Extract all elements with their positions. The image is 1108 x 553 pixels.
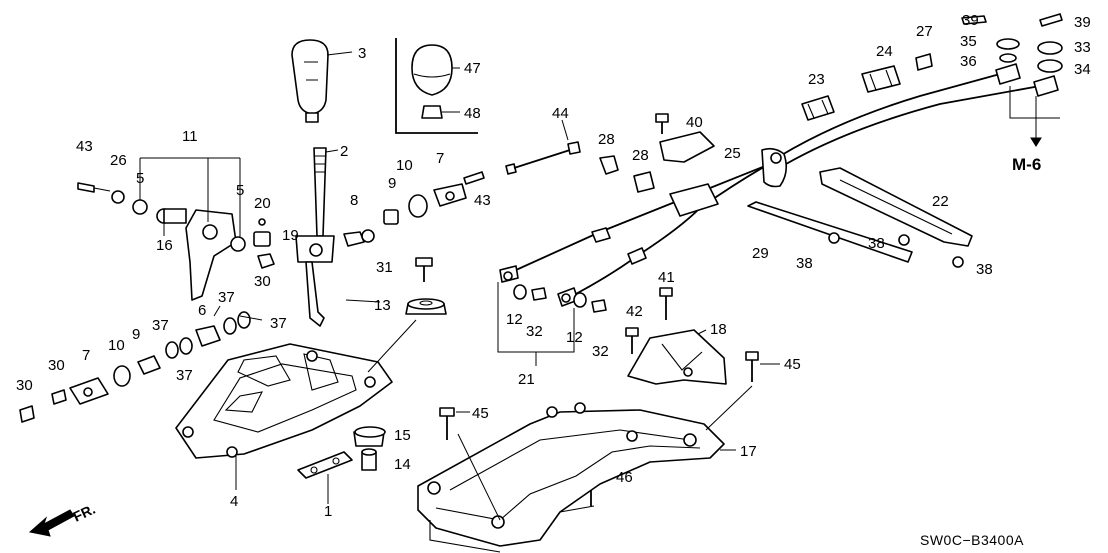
shift-cables [499,63,1059,313]
inset-box [395,38,478,134]
callout-22: 22 [932,193,949,210]
callout-13: 13 [374,297,391,314]
cable-bracket [627,329,727,385]
callout-15: 15 [394,427,411,444]
mount-parts [297,298,447,479]
callout-37-b: 37 [270,315,287,332]
callout-4: 4 [230,493,238,510]
callout-3: 3 [358,45,366,62]
callout-12-left: 12 [506,311,523,328]
callout-41: 41 [658,269,675,286]
callout-31: 31 [376,259,393,276]
callout-35: 35 [960,33,977,50]
callout-7-lower: 7 [82,347,90,364]
callout-34: 34 [1074,61,1091,78]
callout-39-left: 39 [962,12,979,29]
callout-21: 21 [518,371,535,388]
small-fittings-upper [253,171,485,269]
callout-37-c: 37 [152,317,169,334]
callout-2: 2 [340,143,348,160]
direction-label: FR. [71,501,98,525]
callout-38-lower: 38 [796,255,813,272]
callout-28-upper: 28 [598,131,615,148]
diagram-code: SW0C−B3400A [920,532,1024,548]
callout-32-right: 32 [592,343,609,360]
section-reference: M-6 [1012,155,1041,174]
callout-9-upper: 9 [388,175,396,192]
callout-8: 8 [350,192,358,209]
callout-16: 16 [156,237,173,254]
callout-25: 25 [724,145,741,162]
callout-30-mid: 30 [48,357,65,374]
callout-33: 33 [1074,39,1091,56]
callout-20: 20 [254,195,271,212]
callout-37-d: 37 [176,367,193,384]
callout-47: 47 [464,60,481,77]
callout-7-upper: 7 [436,150,444,167]
callout-12-right: 12 [566,329,583,346]
callout-18: 18 [710,321,727,338]
callout-5-left: 5 [136,170,144,187]
callout-42: 42 [626,303,643,320]
bolts-center [415,113,669,282]
callout-14: 14 [394,456,411,473]
callout-5-right: 5 [236,182,244,199]
callout-40: 40 [686,114,703,131]
callout-44: 44 [552,105,569,122]
front-direction-arrow [28,509,75,537]
callout-11: 11 [182,128,198,145]
callout-27: 27 [916,23,933,40]
small-fittings-lower [19,311,251,423]
shift-knob [291,39,329,123]
callout-45-right: 45 [784,356,801,373]
callout-43-center: 43 [474,192,491,209]
callout-9-lower: 9 [132,326,140,343]
callout-28-lower: 28 [632,147,649,164]
callout-37-a: 37 [218,289,235,306]
subframe [417,402,725,553]
cable-end-fittings [599,13,1063,193]
callout-32-left: 32 [526,323,543,340]
cable-stays [747,167,973,268]
callout-38-upper: 38 [868,235,885,252]
callout-48: 48 [464,105,481,122]
callout-17: 17 [740,443,757,460]
callout-36: 36 [960,53,977,70]
callout-1: 1 [324,503,332,520]
callout-30-upper: 30 [254,273,271,290]
shift-base-plate [175,343,393,459]
alternate-knob [411,44,453,119]
callout-19: 19 [282,227,299,244]
callout-24: 24 [876,43,893,60]
callout-29: 29 [752,245,769,262]
callout-43-left: 43 [76,138,93,155]
callout-45-left: 45 [472,405,489,422]
callout-39-right: 39 [1074,14,1091,31]
callout-46: 46 [616,469,633,486]
callout-30-lower: 30 [16,377,33,394]
shift-lever [295,147,335,327]
callout-10-lower: 10 [108,337,125,354]
callout-26: 26 [110,152,127,169]
callout-38-right: 38 [976,261,993,278]
callout-6: 6 [198,302,206,319]
callout-10-upper: 10 [396,157,413,174]
callout-23: 23 [808,71,825,88]
